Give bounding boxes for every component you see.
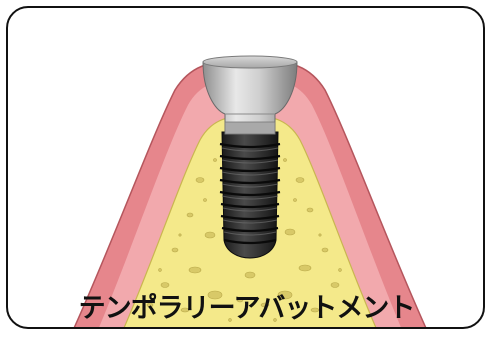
implant-fixture: [220, 132, 280, 258]
diagram-caption: テンポラリーアバットメント: [0, 292, 493, 326]
